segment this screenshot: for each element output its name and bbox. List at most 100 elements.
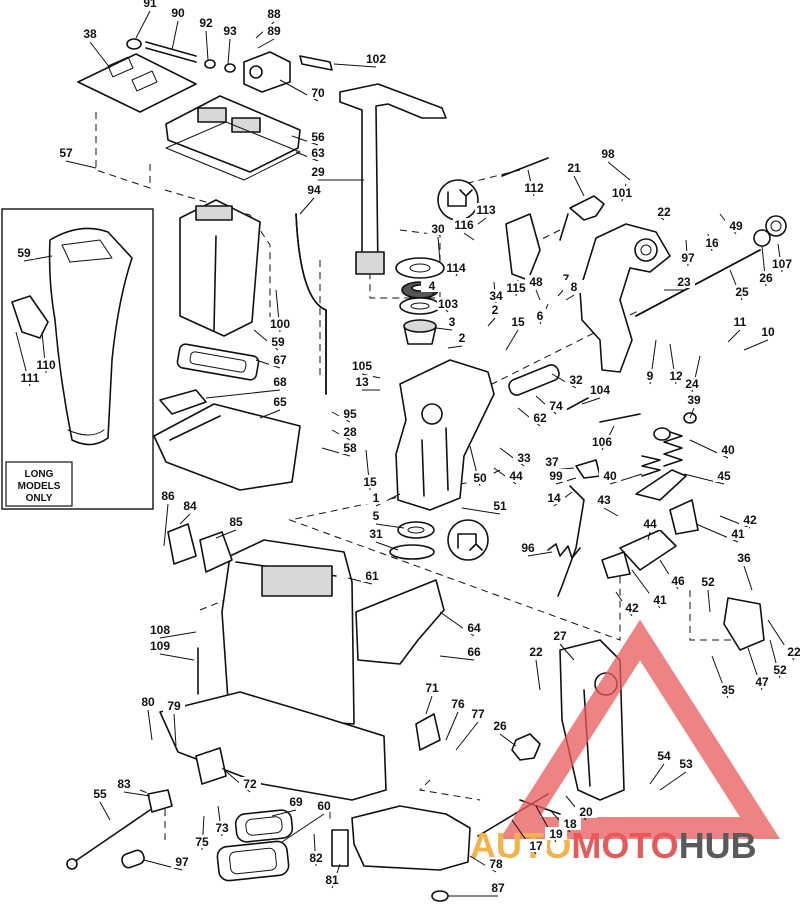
callout-number-bg (365, 527, 387, 540)
callout-leader (455, 721, 479, 751)
callout-number-bg (757, 325, 779, 338)
callout-leader (499, 733, 517, 747)
callout-c84: 84 (179, 499, 201, 525)
callout-number-bg (739, 513, 761, 526)
callout-number-bg (467, 707, 489, 720)
callout-number-bg (421, 279, 443, 292)
callout-number: 85 (229, 515, 243, 529)
callout-number: 32 (569, 373, 583, 387)
callout-c110: 110 (35, 331, 57, 374)
callout-c78: 78 (469, 855, 507, 873)
callout-c40b: 40 (599, 469, 643, 485)
callout-number-bg (563, 161, 585, 174)
callout-leader (445, 711, 459, 741)
callout-c85: 85 (215, 515, 247, 539)
callout-leader (215, 529, 237, 539)
callout-c96: 96 (517, 541, 553, 557)
callout-number: 23 (677, 275, 691, 289)
callout-leader (477, 217, 487, 225)
callout-number-bg (167, 6, 189, 19)
callout-number: 21 (567, 161, 581, 175)
callout-number-bg (447, 697, 469, 710)
callout-number: 97 (175, 855, 189, 869)
callout-c97a: 97 (677, 239, 699, 267)
callout-number-bg (359, 475, 381, 488)
callout-number: 15 (363, 475, 377, 489)
callout-leader (649, 763, 665, 785)
callout-c101: 101 (611, 183, 633, 202)
callout-number: 4 (429, 279, 436, 293)
callout-number: 42 (743, 513, 757, 527)
callout-number: 91 (143, 0, 157, 10)
callout-c41b: 41 (631, 569, 671, 609)
callout-leader (23, 255, 53, 262)
callout-number: 57 (59, 146, 73, 160)
callout-number: 41 (653, 593, 667, 607)
callout-number: 54 (657, 749, 671, 763)
callout-number-bg (484, 303, 506, 316)
callout-number: 40 (721, 443, 735, 457)
callout-number: 6 (537, 309, 544, 323)
callout-number-bg (783, 645, 800, 658)
callout-leader (707, 589, 711, 613)
callout-c52a: 52 (697, 575, 719, 613)
callout-number: 5 (373, 509, 380, 523)
callout-number-bg (525, 839, 547, 852)
callout-c40a: 40 (689, 439, 739, 459)
callout-number-bg (269, 353, 291, 366)
callout-c104: 104 (581, 383, 611, 405)
callout-number: 52 (701, 575, 715, 589)
callout-leader (461, 507, 501, 515)
callout-c55: 55 (89, 787, 111, 821)
callout-c26a: 26 (755, 245, 777, 287)
callout-c79: 79 (163, 699, 185, 747)
callout-number-bg (113, 777, 135, 790)
callout-c33: 33 (499, 447, 535, 467)
callout-number-bg (267, 335, 289, 348)
callout-number: 83 (117, 777, 131, 791)
callout-leader (375, 523, 405, 529)
callout-c14: 14 (543, 491, 573, 507)
callout-c86: 86 (157, 489, 179, 547)
callout-number: 84 (183, 499, 197, 513)
callout-leader (463, 232, 475, 241)
valve-block-part (243, 51, 291, 93)
callout-number: 58 (343, 441, 357, 455)
callout-number-bg (339, 425, 361, 438)
callout-c111: 111 (15, 331, 41, 387)
callout-number-bg (179, 499, 201, 512)
callout-number: 15 (511, 315, 525, 329)
callout-number: 10 (761, 325, 775, 339)
callout-c70: 70 (279, 79, 329, 102)
callout-number: 87 (491, 881, 505, 895)
callout-number-bg (621, 601, 643, 614)
callout-leader (565, 294, 575, 301)
exhaust-housing-part (179, 199, 261, 337)
callout-number-bg (269, 317, 291, 330)
callout-number-bg (441, 315, 463, 328)
callout-number: 102 (366, 52, 386, 66)
callout-number-bg (565, 373, 587, 386)
callout-number-bg (211, 821, 233, 834)
callout-number: 66 (467, 645, 481, 659)
callout-number: 65 (273, 395, 287, 409)
callout-c90: 90 (167, 6, 189, 51)
callout-c53: 53 (659, 757, 697, 791)
callout-number: 42 (625, 601, 639, 615)
callout-number: 110 (36, 358, 56, 372)
callout-number-bg (713, 469, 735, 482)
callout-number-bg (171, 855, 193, 868)
callout-number-bg (545, 399, 567, 412)
callout-number-bg (421, 681, 443, 694)
callout-number-bg (469, 471, 491, 484)
callout-number-bg (219, 24, 241, 37)
callout-number: 8 (571, 280, 578, 294)
callout-number-bg (263, 24, 285, 37)
callout-number: 101 (612, 186, 632, 200)
callout-number-bg (191, 835, 213, 848)
callout-number: 25 (735, 285, 749, 299)
callout-number-bg (667, 574, 689, 587)
callout-c31: 31 (365, 527, 399, 551)
callout-number: 45 (717, 469, 731, 483)
